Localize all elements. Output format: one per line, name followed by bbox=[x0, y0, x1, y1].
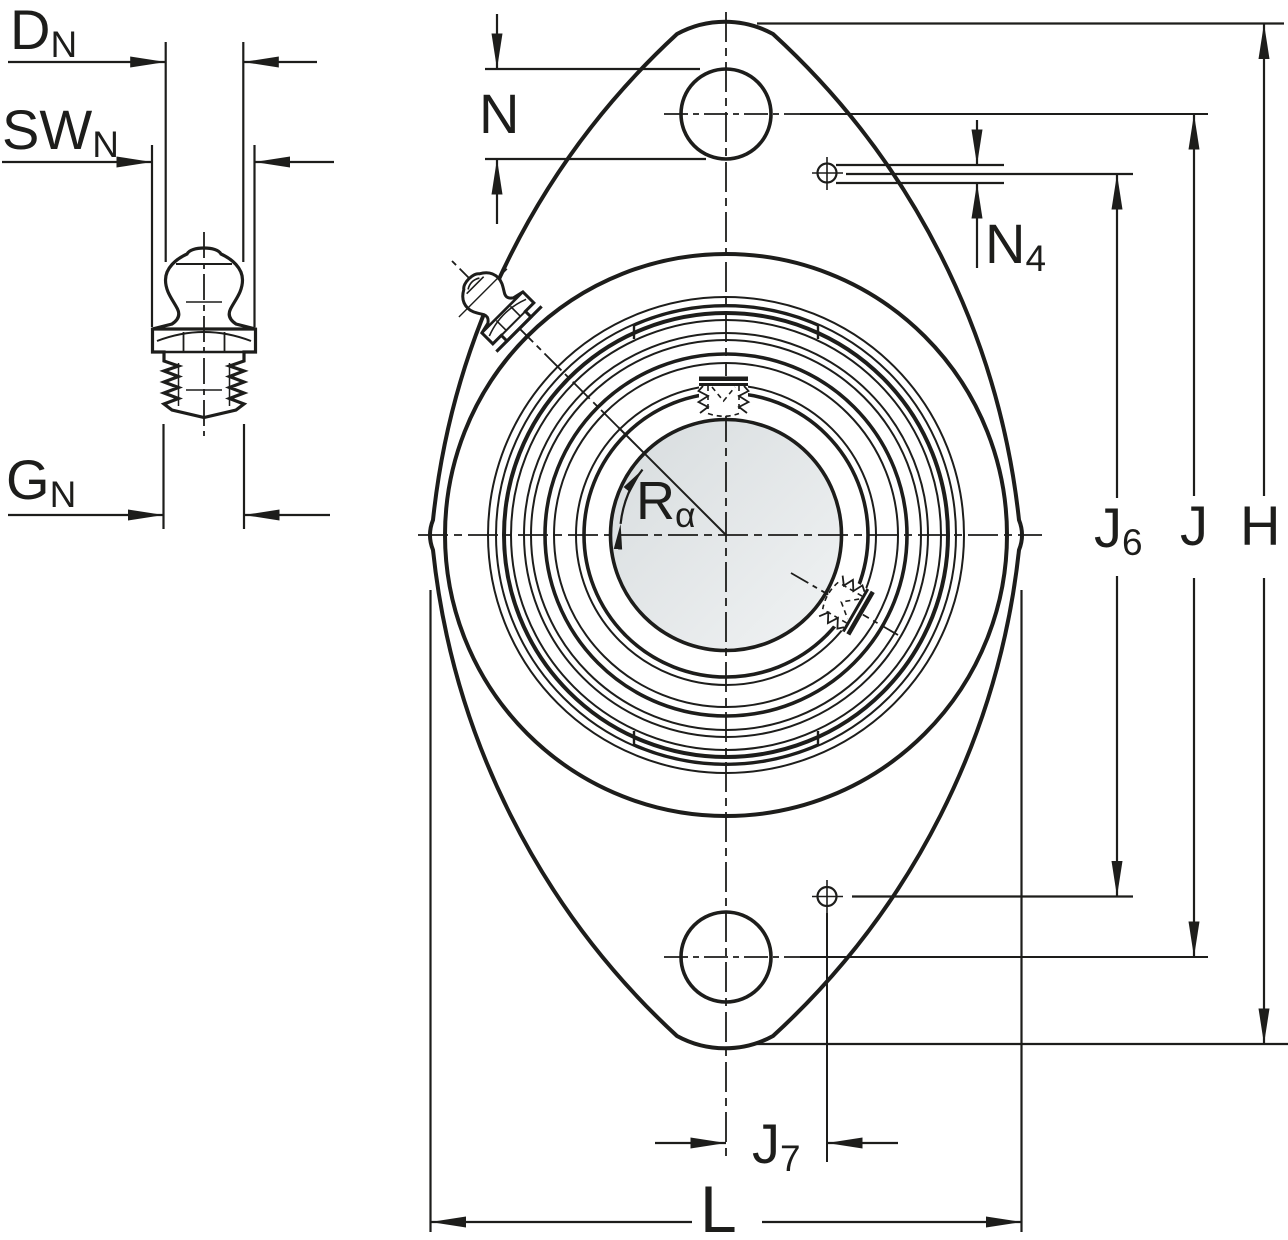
cover-tab-top bbox=[632, 305, 820, 339]
label-gn: GN bbox=[6, 448, 77, 516]
ra-arc-arrow bbox=[613, 468, 644, 550]
radius-line bbox=[617, 426, 727, 536]
label-ra: Rα bbox=[636, 471, 696, 535]
set-screw-top bbox=[697, 374, 750, 418]
flange-outline bbox=[428, 19, 1024, 1051]
nipple-outline bbox=[150, 246, 258, 420]
label-j6: J6 bbox=[1094, 496, 1143, 564]
label-h: H bbox=[1240, 494, 1281, 557]
label-l: L bbox=[700, 1172, 737, 1240]
grease-fitting bbox=[458, 268, 543, 353]
label-dn: DN bbox=[10, 0, 78, 66]
label-swn: SWN bbox=[2, 98, 119, 166]
label-j7: J7 bbox=[752, 1112, 801, 1180]
label-n: N bbox=[479, 82, 520, 145]
main-dimensions bbox=[429, 14, 1288, 1232]
grease-fitting-cross-tick bbox=[458, 268, 508, 318]
label-n4: N4 bbox=[985, 212, 1047, 280]
detail-dimensions bbox=[2, 42, 334, 529]
nipple-hex-chamfer bbox=[156, 331, 252, 342]
grease-nipple-detail bbox=[150, 232, 258, 436]
label-j: J bbox=[1180, 494, 1208, 557]
